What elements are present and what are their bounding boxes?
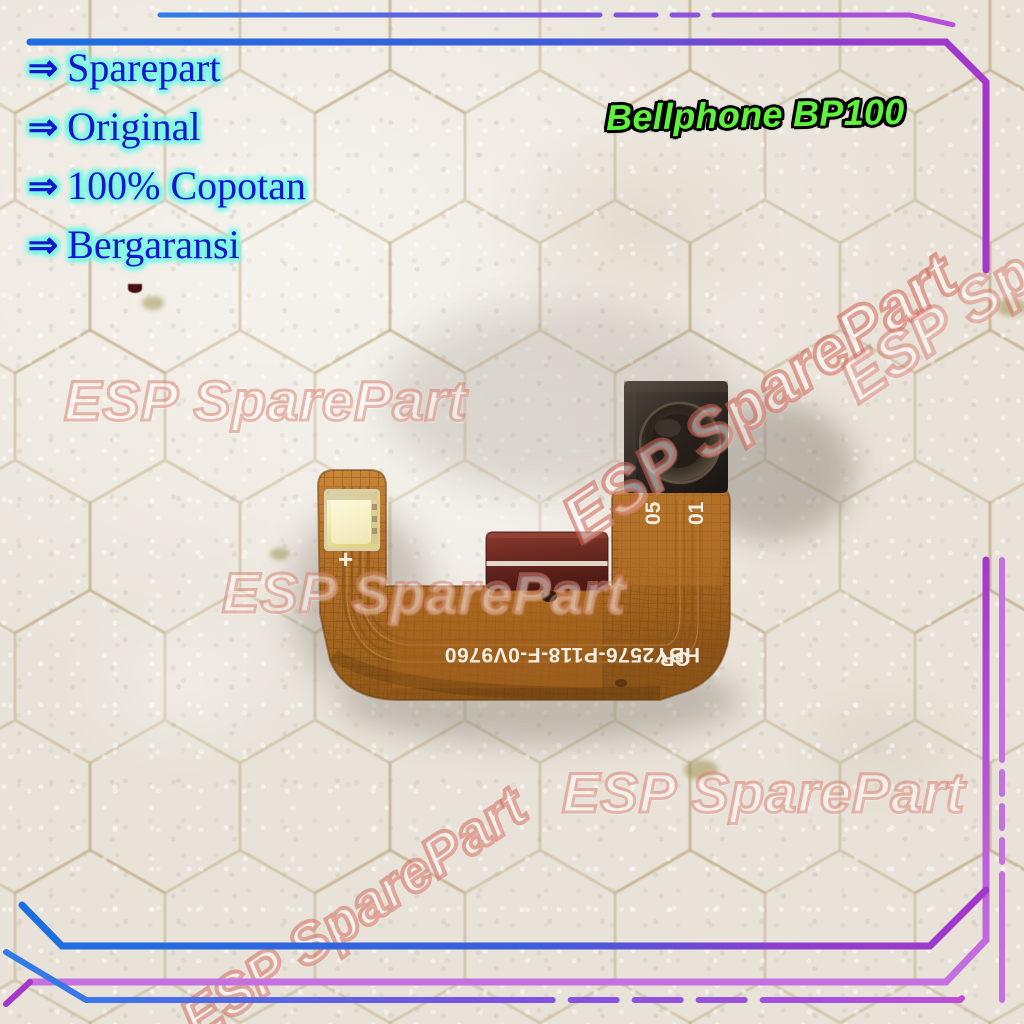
camera-module	[624, 381, 728, 493]
led-flash	[318, 486, 386, 552]
feature-item: ⇒ Bergaransi	[28, 215, 306, 274]
feature-label: 100% Copotan	[67, 162, 307, 208]
feature-list: ⇒ Sparepart ⇒ Original ⇒ 100% Copotan ⇒ …	[28, 38, 306, 274]
feature-label: Bergaransi	[67, 221, 240, 267]
frame-corner-stub	[3, 979, 33, 1007]
connector-block	[485, 531, 609, 591]
grout-node	[684, 760, 718, 780]
pcb-silkscreen: GR HBY2576-P118-F-0V9760 05 01 +	[338, 501, 708, 669]
grout-node	[996, 298, 1024, 316]
feature-item: ⇒ Original	[28, 97, 306, 156]
marking-plus: +	[338, 544, 353, 574]
marking-part-number: HBY2576-P118-F-0V9760	[444, 643, 700, 666]
feature-item: ⇒ 100% Copotan	[28, 156, 306, 215]
feature-label: Sparepart	[67, 44, 221, 90]
frame-bottom-inner	[18, 886, 990, 950]
frame-top-outer	[157, 12, 1005, 271]
marking-gr: GR	[659, 647, 690, 669]
grout-node	[142, 296, 164, 310]
marking-05: 05	[642, 501, 665, 525]
feature-item: ⇒ Sparepart	[28, 38, 306, 97]
frame-top-inner	[26, 38, 990, 274]
arrow-icon: ⇒	[28, 47, 59, 88]
feature-label: Original	[67, 103, 201, 149]
arrow-icon: ⇒	[28, 224, 59, 265]
arrow-icon: ⇒	[28, 165, 59, 206]
surface-speck	[128, 284, 142, 293]
marking-01: 01	[685, 501, 708, 525]
arrow-icon: ⇒	[28, 106, 59, 147]
grout-node	[270, 548, 290, 560]
frame-bottom-outer	[3, 949, 1005, 1003]
frame-right-inner-lower	[26, 556, 990, 986]
product-title: Bellphone BP100	[605, 90, 905, 139]
